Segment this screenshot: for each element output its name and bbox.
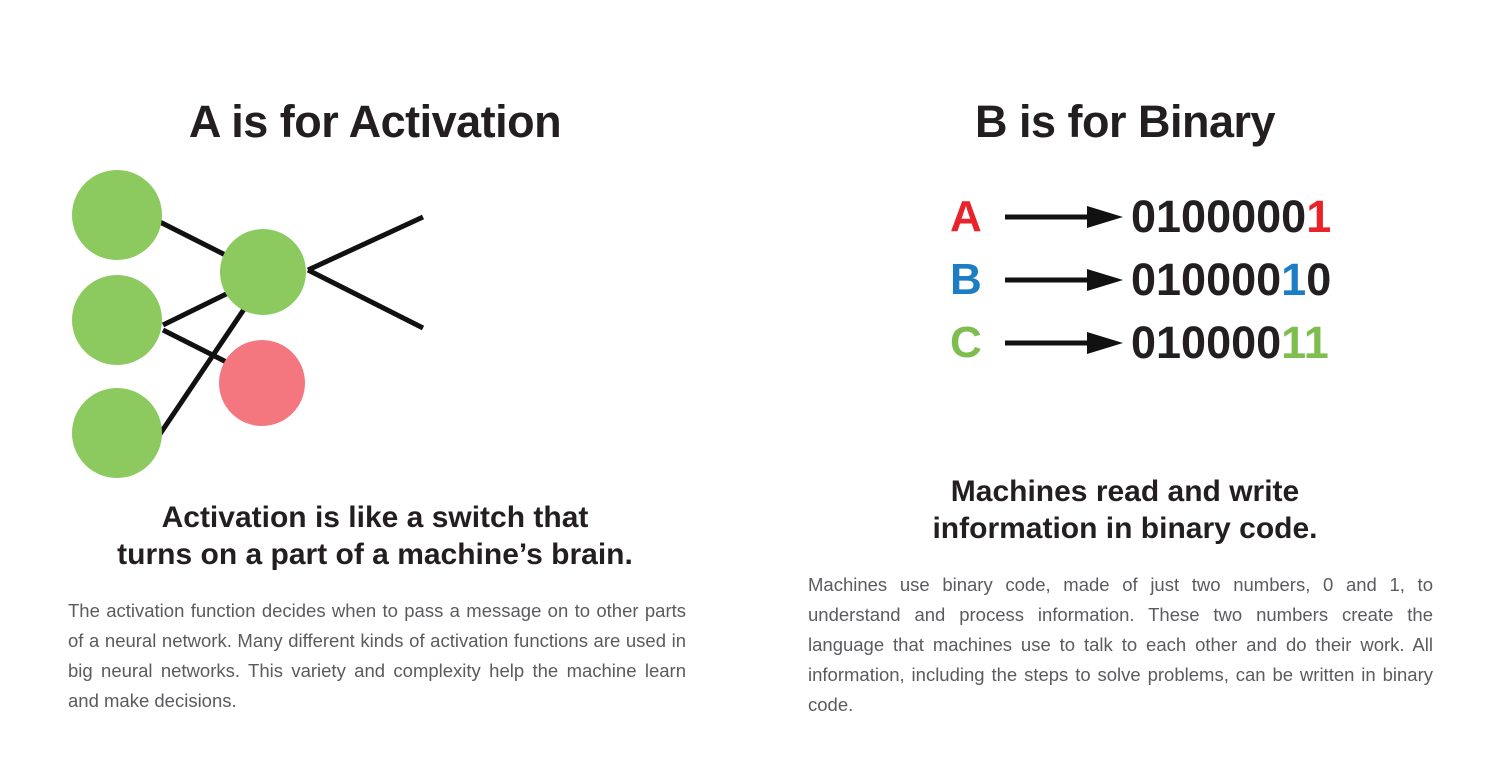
caption-activation-line2: turns on a part of a machine’s brain. [117, 537, 633, 571]
arrow-right-icon [996, 330, 1131, 356]
arrow-right-icon [996, 267, 1131, 293]
arrow-right-icon [996, 204, 1131, 230]
binary-code-plain: 0100000 [1131, 190, 1307, 242]
caption-binary: Machines read and write information in b… [750, 474, 1500, 547]
binary-code-plain: 010000 [1131, 253, 1282, 305]
binary-code-highlight: 1 [1281, 253, 1307, 305]
binary-row: A 01000001 [950, 185, 1500, 248]
body-text-activation: The activation function decides when to … [68, 600, 686, 711]
binary-letter: A [950, 191, 982, 241]
binary-row: C 01000011 [950, 311, 1500, 374]
edge-active-out-lower [306, 267, 425, 331]
binary-code-highlight: 11 [1281, 316, 1329, 368]
binary-code-plain: 010000 [1131, 316, 1282, 368]
binary-code-tail: 0 [1306, 253, 1332, 305]
caption-activation: Activation is like a switch that turns o… [0, 500, 750, 573]
binary-letter: C [950, 317, 982, 367]
binary-code: 01000010 [1131, 254, 1331, 306]
caption-binary-line1: Machines read and write [950, 475, 1300, 508]
binary-code: 01000001 [1131, 191, 1331, 243]
output-node-active [220, 229, 306, 315]
edge-active-out-upper [306, 214, 425, 273]
page-title-binary: B is for Binary [974, 96, 1276, 147]
panel-activation: A is for Activation [0, 96, 750, 711]
binary-code: 01000011 [1131, 317, 1329, 369]
input-node-1 [72, 170, 162, 260]
caption-binary-line2: information in binary code. [932, 511, 1318, 545]
input-node-3 [72, 388, 162, 478]
input-node-2 [72, 275, 162, 365]
caption-activation-line1: Activation is like a switch that [161, 501, 589, 534]
body-text-binary: Machines use binary code, made of just t… [808, 574, 1433, 715]
binary-code-highlight: 1 [1306, 190, 1332, 242]
binary-row: B 01000010 [950, 248, 1500, 311]
binary-mapping-diagram: A 01000001 B 01000010 [950, 185, 1500, 375]
neural-network-diagram [60, 170, 690, 490]
page-title-activation: A is for Activation [188, 96, 562, 147]
output-node-inactive [219, 340, 305, 426]
panel-binary: B is for Binary A 01000001 B [750, 0, 1500, 762]
binary-letter: B [950, 254, 982, 304]
